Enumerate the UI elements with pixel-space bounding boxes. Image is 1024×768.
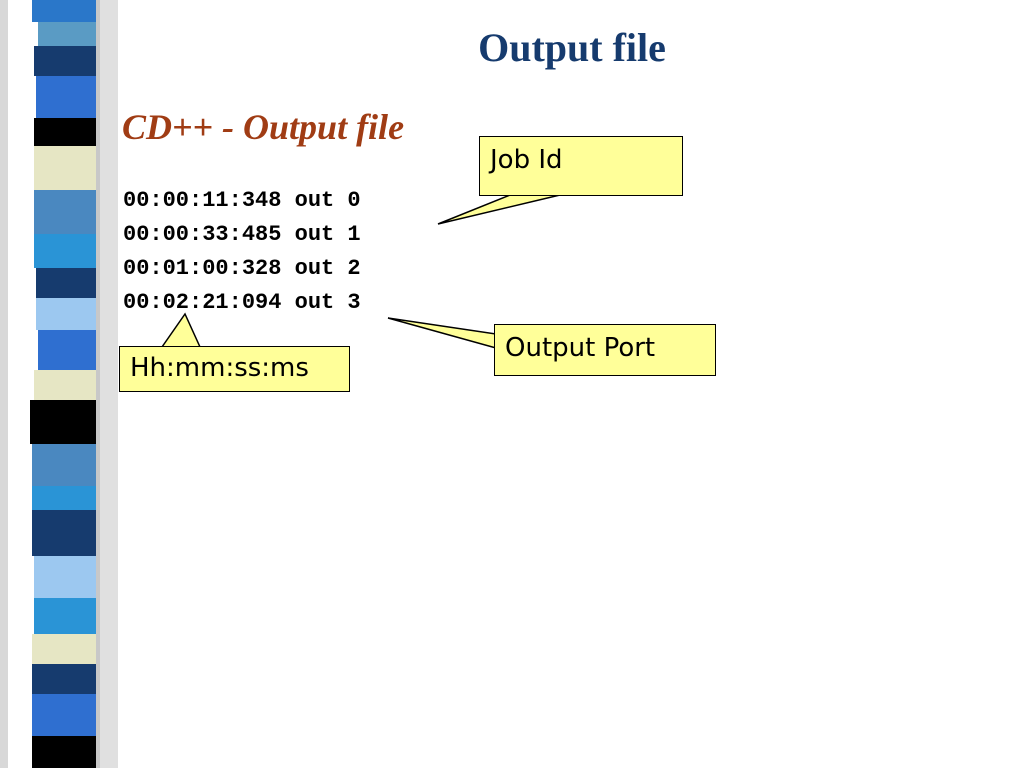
decorative-left-strip [0, 0, 118, 768]
time-format-pointer [160, 312, 202, 348]
job-id-callout: Job Id [479, 136, 683, 196]
job-id-pointer [437, 194, 561, 225]
slide-title: Output file [478, 25, 666, 70]
output-line-1: 00:00:11:348 out 0 [123, 188, 361, 213]
output-line-4: 00:02:21:094 out 3 [123, 290, 361, 315]
output-line-3: 00:01:00:328 out 2 [123, 256, 361, 281]
slide-subtitle: CD++ - Output file [122, 107, 405, 147]
time-format-callout: Hh:mm:ss:ms [119, 346, 350, 392]
output-line-2: 00:00:33:485 out 1 [123, 222, 361, 247]
output-port-callout: Output Port [494, 324, 716, 376]
output-port-pointer [387, 317, 497, 349]
